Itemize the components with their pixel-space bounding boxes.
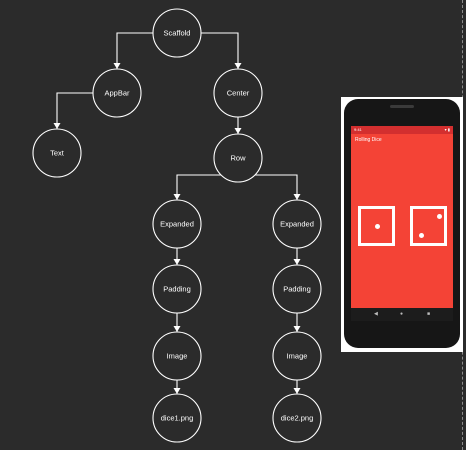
node-label-padding2: Padding [283,285,311,294]
edge-appbar-to-text-arrowhead [53,123,61,129]
die-pip [419,233,424,238]
node-label-appbar: AppBar [104,89,130,98]
edge-scaffold-to-center-arrowhead [234,63,242,69]
edge-row-to-expanded1-arrowhead [173,194,181,200]
node-dice1 [152,393,202,443]
node-image1 [152,331,202,381]
edge-row-to-expanded2-arrowhead [293,194,301,200]
dice2-button[interactable] [410,206,447,246]
node-image2 [272,331,322,381]
edge-scaffold-to-appbar [116,32,153,69]
node-label-text: Text [50,149,65,158]
die-pip [375,224,380,229]
edge-padding2-to-image2-arrowhead [293,326,301,332]
dice1-button[interactable] [358,206,395,246]
node-label-expanded2: Expanded [280,220,314,229]
edge-center-to-row-arrowhead [234,128,242,134]
node-row [213,133,263,183]
home-icon[interactable]: ● [400,311,404,317]
node-padding2 [272,264,322,314]
node-scaffold [152,8,202,58]
app-bar: Rolling Dice [351,134,453,146]
node-label-row: Row [230,154,246,163]
node-label-center: Center [227,89,250,98]
status-bar: 9:41 ▾ ▮ [351,126,453,134]
node-label-scaffold: Scaffold [164,29,191,38]
phone-body: 9:41 ▾ ▮ Rolling Dice ◀ ● ■ [344,99,460,348]
node-dice2 [272,393,322,443]
node-label-image2: Image [287,352,308,361]
edge-appbar-to-text [56,92,93,129]
node-label-image1: Image [167,352,188,361]
node-label-expanded1: Expanded [160,220,194,229]
node-expanded1 [152,199,202,249]
node-center [213,68,263,118]
node-label-padding1: Padding [163,285,191,294]
earpiece [390,105,414,108]
edge-scaffold-to-appbar-arrowhead [113,63,121,69]
recent-apps-icon[interactable]: ■ [427,311,431,317]
back-icon[interactable]: ◀ [374,311,378,317]
status-icons: ▾ ▮ [444,127,450,132]
node-appbar [92,68,142,118]
edge-image2-to-dice2-arrowhead [293,388,301,394]
phone-preview: 9:41 ▾ ▮ Rolling Dice ◀ ● ■ [341,97,463,352]
edge-scaffold-to-center [201,32,239,69]
edge-image1-to-dice1-arrowhead [173,388,181,394]
app-title: Rolling Dice [355,137,382,143]
node-padding1 [152,264,202,314]
node-label-dice2: dice2.png [281,414,314,423]
edge-expanded2-to-padding2-arrowhead [293,259,301,265]
die-pip [437,214,442,219]
node-text [32,128,82,178]
phone-screen: 9:41 ▾ ▮ Rolling Dice ◀ ● ■ [351,126,453,321]
node-label-dice1: dice1.png [161,414,194,423]
android-nav-bar: ◀ ● ■ [351,308,453,321]
status-time: 9:41 [354,127,362,132]
edge-expanded1-to-padding1-arrowhead [173,259,181,265]
edge-padding1-to-image1-arrowhead [173,326,181,332]
node-expanded2 [272,199,322,249]
